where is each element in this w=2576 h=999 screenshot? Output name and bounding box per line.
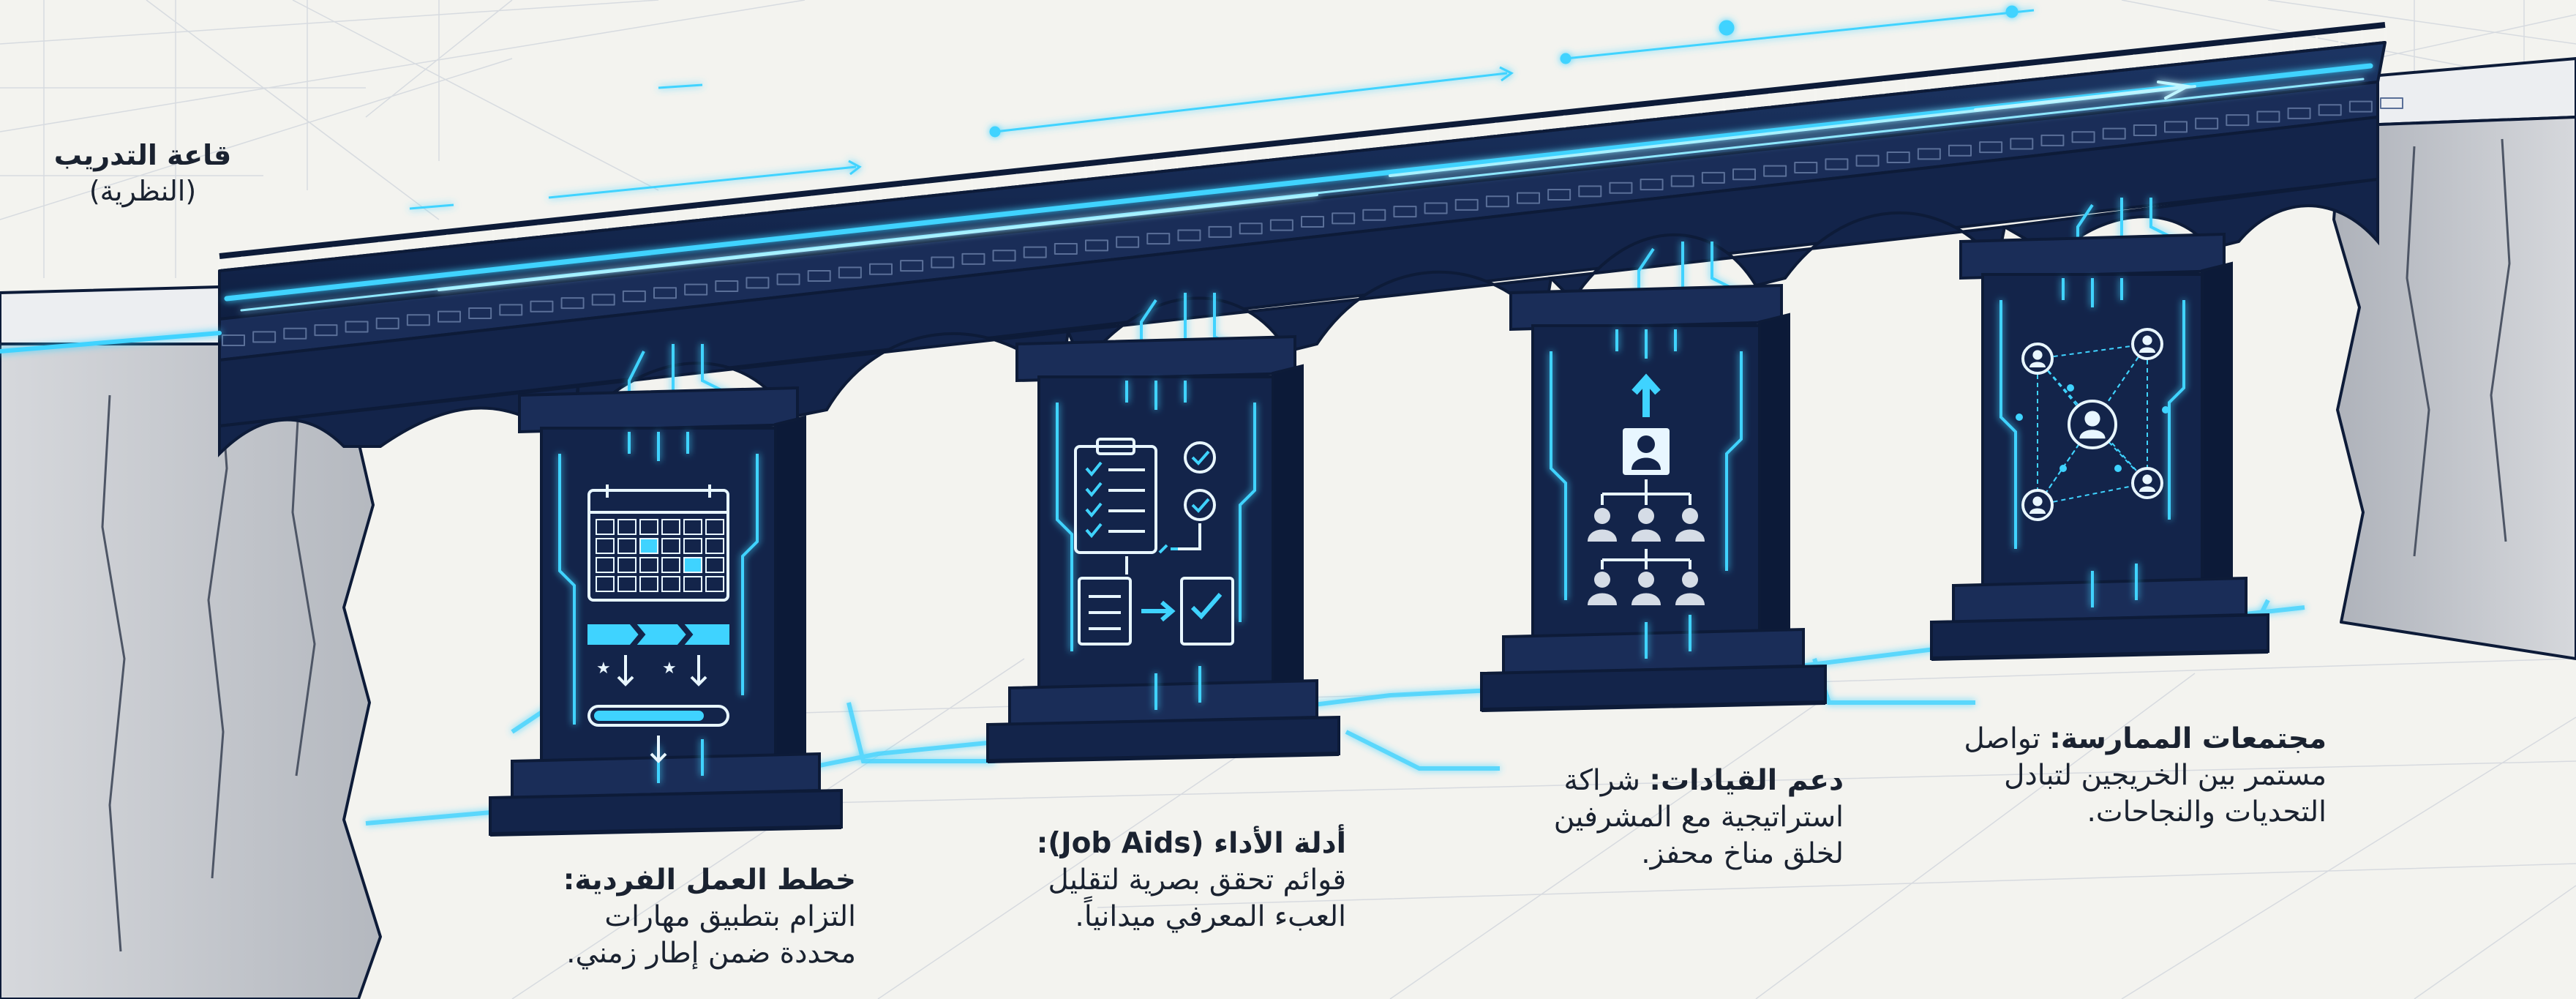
pillar-label-job-aids: أدلة الأداء (Job Aids): قوائم تحقق بصرية…	[936, 826, 1346, 935]
origin-label: قاعة التدريب (النظرية)	[29, 138, 256, 209]
pillar-label-communities-of-practice: مجتمعات الممارسة: تواصل مستمر بين الخريج…	[1902, 721, 2327, 831]
calendar-icon: ★★	[587, 484, 729, 763]
pillar-desc-line: لخلق مناخ محفز.	[1641, 837, 1844, 870]
sky-circuit-arrows	[409, 5, 2035, 210]
svg-text:★: ★	[662, 659, 677, 678]
bridge-pillar	[1480, 283, 1827, 712]
pillar-desc-line: مستمر بين الخريجين لتبادل	[2004, 758, 2327, 792]
pillar-desc-line: التحديات والنجاحات.	[2087, 795, 2327, 828]
pillar-label-leadership-support: دعم القيادات: شراكة استراتيجية مع المشرف…	[1478, 763, 1844, 872]
bridge-pillar	[986, 334, 1340, 763]
network-icon	[2016, 328, 2169, 521]
pillar-title: خطط العمل الفردية:	[563, 864, 856, 897]
right-cliff	[2318, 57, 2576, 660]
svg-text:★: ★	[596, 659, 611, 678]
pillar-desc-line: العبء المعرفي ميدانياً.	[1075, 899, 1346, 933]
pillar-title: أدلة الأداء (Job Aids):	[1036, 827, 1346, 860]
deck-light-streams	[0, 63, 2373, 353]
org-chart-icon	[1588, 373, 1705, 605]
pillar-label-individual-plans: خطط العمل الفردية: التزام بتطبيق مهارات …	[476, 862, 856, 972]
pillar-title: مجتمعات الممارسة:	[2049, 722, 2327, 755]
origin-title: قاعة التدريب	[53, 139, 232, 171]
checklist-icon	[1074, 438, 1234, 646]
pillar-desc-line: استراتيجية مع المشرفين	[1553, 800, 1844, 834]
origin-subtitle: (النظرية)	[89, 174, 197, 207]
bridge-pillar	[1930, 232, 2269, 661]
pillar-desc-line: التزام بتطبيق مهارات	[604, 899, 856, 933]
bridge-pillar: ★★	[489, 386, 843, 837]
pillar-title-tail: تواصل	[1964, 722, 2040, 755]
pillar-desc-line: محددة ضمن إطار زمني.	[566, 936, 856, 970]
pillar-title: دعم القيادات:	[1649, 764, 1844, 797]
pillar-desc-line: قوائم تحقق بصرية لتقليل	[1048, 863, 1346, 897]
bridge-arches	[218, 177, 2379, 457]
pillar-title-tail: شراكة	[1563, 764, 1640, 797]
